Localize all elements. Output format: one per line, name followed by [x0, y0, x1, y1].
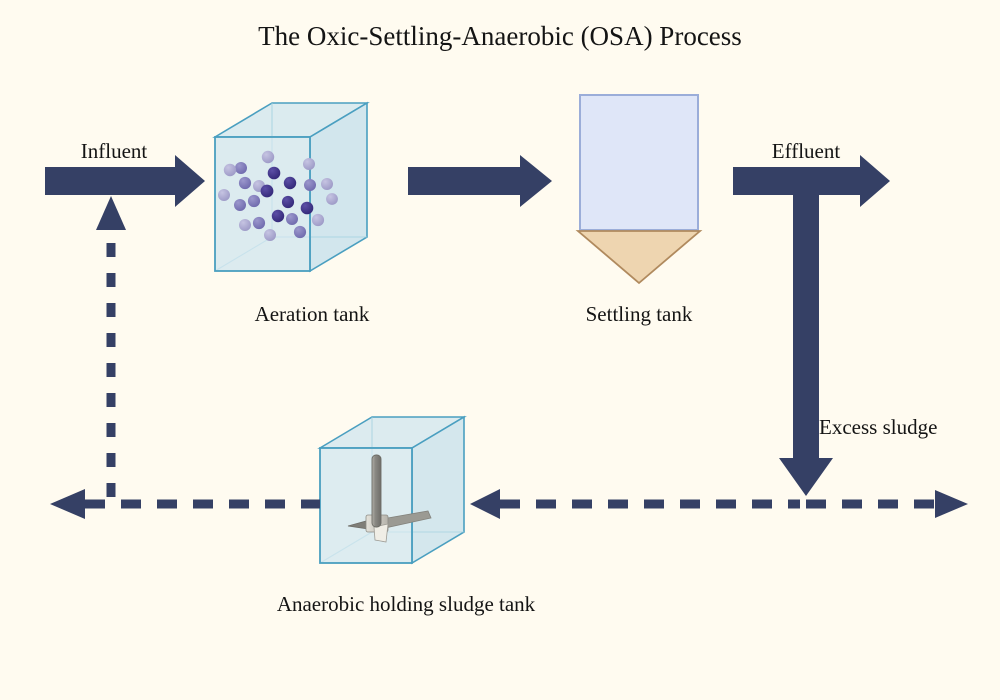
settling-tank-body — [579, 94, 699, 231]
anaerobic-holding-sludge-tank[interactable] — [317, 415, 467, 565]
aeration-tank-biomass-flocs — [218, 150, 338, 241]
settling-tank-hopper — [575, 230, 703, 285]
stream-excess-sludge[interactable] — [779, 193, 833, 496]
stream-wastage-to-right[interactable] — [806, 490, 968, 518]
recycle-left-arrowhead — [50, 489, 85, 519]
effluent-arrow — [733, 155, 890, 207]
stream-recycle-left-branch[interactable] — [50, 489, 320, 519]
anaerobic-tank-label: Anaerobic holding sludge tank — [277, 592, 536, 616]
stream-influent[interactable] — [45, 155, 205, 207]
aeration-tank[interactable] — [212, 101, 370, 273]
wastage-arrowhead-right — [935, 490, 968, 518]
return-sludge-arrowhead-left — [470, 489, 500, 519]
influent-arrow — [45, 155, 205, 207]
settling-tank-label: Settling tank — [586, 302, 693, 326]
recycle-riser-arrowhead-up — [96, 196, 126, 230]
excess-sludge-arrow — [779, 193, 833, 496]
stream-aeration-to-settler[interactable] — [408, 155, 552, 207]
aeration-to-settler-arrow — [408, 155, 552, 207]
stream-recycle-to-aeration[interactable] — [96, 196, 126, 497]
stream-effluent[interactable] — [733, 155, 890, 207]
aeration-tank-label: Aeration tank — [255, 302, 370, 326]
effluent-label: Effluent — [772, 139, 841, 163]
anaerobic-tank-front-face — [319, 447, 413, 564]
influent-label: Influent — [81, 139, 148, 163]
excess-sludge-label: Excess sludge — [819, 415, 937, 439]
page-title: The Oxic-Settling-Anaerobic (OSA) Proces… — [258, 21, 742, 51]
mixer-impeller-icon — [347, 454, 432, 543]
settling-tank[interactable] — [575, 94, 703, 285]
stream-return-sludge-to-holding[interactable] — [470, 489, 800, 519]
